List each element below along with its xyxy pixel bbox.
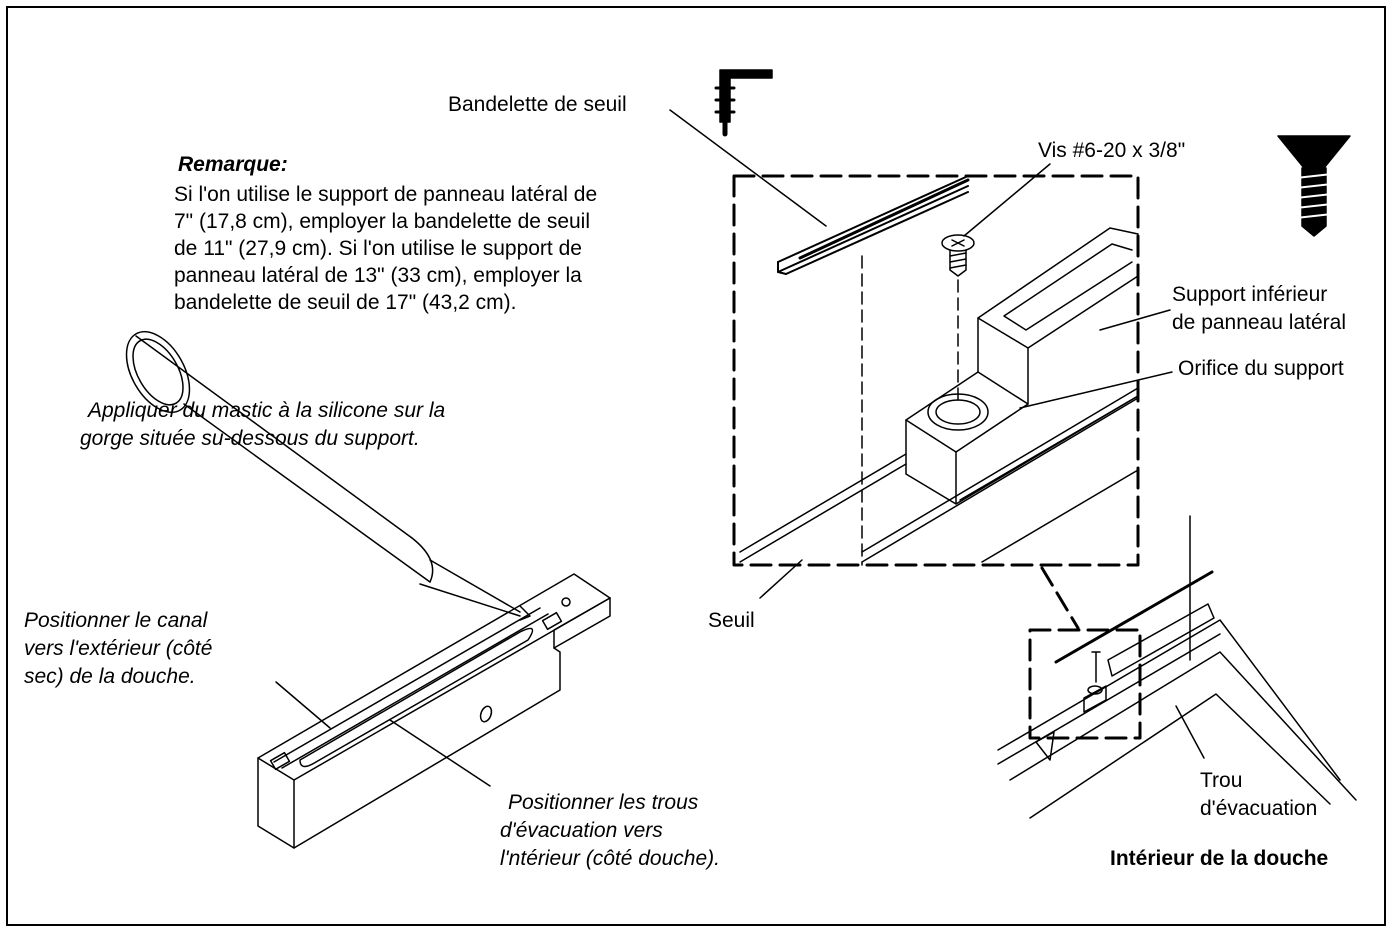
label-seuil: Seuil	[708, 609, 755, 632]
label-vis: Vis #6-20 x 3/8"	[1038, 139, 1186, 162]
figure-frame	[6, 6, 1386, 926]
note-line-4: panneau latéral de 13" (33 cm), employer…	[174, 264, 582, 287]
mastic-line-2: gorge située su-dessous du support.	[80, 427, 420, 450]
caulk-tube	[125, 330, 531, 621]
mastic-line-1: Appliquer du mastic à la silicone sur la	[88, 399, 446, 422]
detail-bracket	[739, 227, 1139, 563]
trous-line-2: d'évacuation vers	[500, 819, 663, 842]
note-line-3: de 11" (27,9 cm). Si l'on utilise le sup…	[174, 237, 582, 260]
note-line-2: 7" (17,8 cm), employer la bandelette de …	[174, 210, 591, 233]
detail-screw	[941, 234, 975, 277]
screw-icon	[1277, 135, 1351, 237]
leader-lines	[275, 109, 1205, 787]
overview-detail-box	[1028, 628, 1142, 740]
note-line-5: bandelette de seuil de 17" (43,2 cm).	[174, 291, 517, 314]
shower-corner-overview	[997, 515, 1357, 819]
strip-profile-icon	[714, 69, 773, 137]
label-interieur: Intérieur de la douche	[1110, 847, 1329, 870]
trous-line-3: l'ntérieur (côté douche).	[500, 847, 720, 870]
canal-line-2: vers l'extérieur (côté	[24, 637, 213, 660]
note-line-1: Si l'on utilise le support de panneau la…	[174, 183, 598, 206]
label-support-inferieur-2: de panneau latéral	[1172, 311, 1346, 334]
label-support-inferieur-1: Support inférieur	[1172, 283, 1328, 306]
note-title: Remarque:	[178, 153, 288, 176]
label-trou-2: d'évacuation	[1200, 797, 1318, 820]
channel-bracket	[257, 573, 611, 849]
label-bandelette: Bandelette de seuil	[448, 93, 627, 116]
canal-line-1: Positionner le canal	[24, 609, 208, 632]
trous-line-1: Positionner les trous	[508, 791, 699, 814]
canal-line-3: sec) de la douche.	[24, 665, 196, 688]
label-orifice: Orifice du support	[1178, 357, 1344, 380]
label-trou-1: Trou	[1200, 769, 1243, 792]
detail-connector	[1040, 566, 1080, 630]
threshold-strip	[777, 175, 970, 275]
detail-box	[732, 174, 1140, 567]
